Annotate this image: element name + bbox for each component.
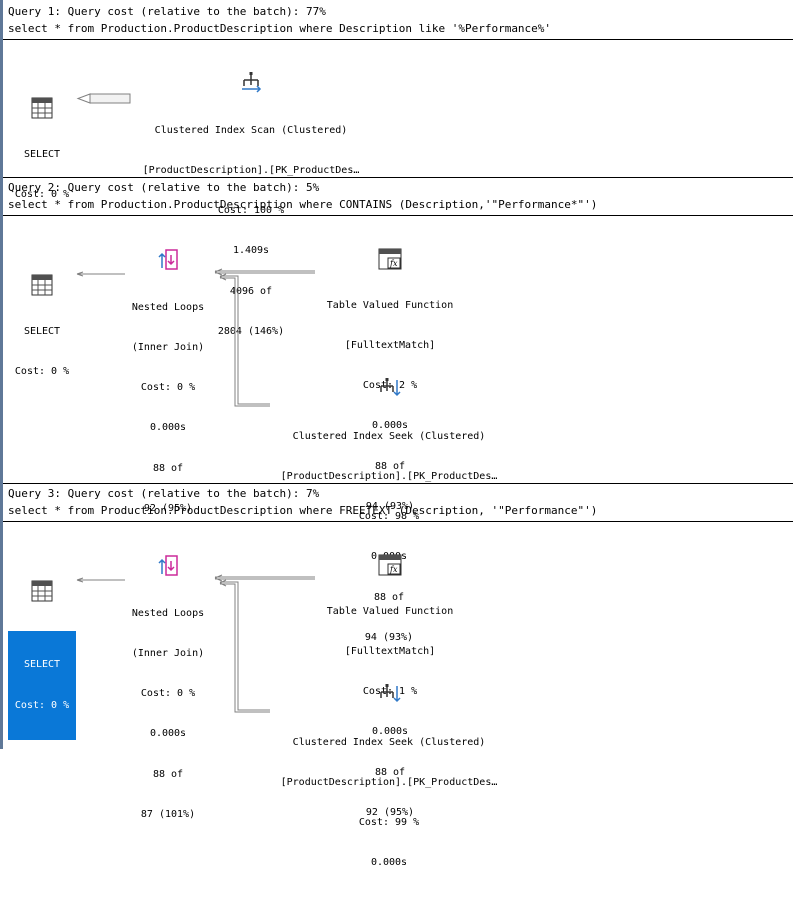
select-cost: Cost: 0 % — [14, 699, 70, 711]
tvf-cost: Cost: 2 % — [362, 380, 418, 392]
seek-time: 0.000s — [370, 857, 408, 869]
loops-time: 0.000s — [149, 728, 187, 740]
loops-cost: Cost: 0 % — [140, 688, 196, 700]
seek-object: [ProductDescription].[PK_ProductDes… — [280, 470, 498, 482]
select-icon — [31, 274, 53, 296]
seek-cost: Cost: 98 % — [358, 511, 420, 523]
tvf-estimate: 94 (93%) — [365, 500, 415, 512]
query-2-header: Query 2: Query cost (relative to the bat… — [8, 181, 320, 194]
loops-type: (Inner Join) — [131, 647, 205, 659]
tvf-cost: Cost: 1 % — [362, 686, 418, 698]
seek-rows: 88 of — [373, 591, 405, 603]
select-label: SELECT — [23, 325, 61, 337]
tvf-name: Table Valued Function — [326, 605, 454, 617]
clustered-index-scan-icon — [242, 71, 262, 93]
query-1-header: Query 1: Query cost (relative to the bat… — [8, 5, 326, 18]
tvf-object: [FulltextMatch] — [344, 339, 436, 351]
query-3-sql[interactable]: select * from Production.ProductDescript… — [8, 504, 598, 517]
loops-name: Nested Loops — [131, 607, 205, 619]
scan-name: Clustered Index Scan (Clustered) — [154, 124, 348, 136]
seek-object: [ProductDescription].[PK_ProductDes… — [280, 776, 498, 788]
query-1-sql[interactable]: select * from Production.ProductDescript… — [8, 22, 552, 35]
scan-object: [ProductDescription].[PK_ProductDes… — [142, 164, 360, 176]
divider — [3, 177, 793, 178]
nested-loops-node[interactable]: Nested Loops (Inner Join) Cost: 0 % 0.00… — [118, 527, 218, 848]
select-icon — [31, 97, 53, 119]
select-label: SELECT — [23, 659, 61, 671]
selection-highlight: SELECT Cost: 0 % — [8, 630, 76, 740]
table-valued-function-node[interactable]: fx Table Valued Function [FulltextMatch]… — [310, 221, 470, 540]
svg-text:fx: fx — [389, 565, 398, 574]
divider — [3, 483, 793, 484]
loops-rows: 88 of — [152, 768, 184, 780]
query-3-header: Query 3: Query cost (relative to the bat… — [8, 487, 320, 500]
divider — [3, 39, 793, 40]
clustered-index-seek-node[interactable]: Clustered Index Seek (Clustered) [Produc… — [268, 656, 510, 897]
select-node[interactable]: SELECT Cost: 0 % — [12, 70, 72, 228]
tvf-time: 0.000s — [371, 420, 409, 432]
select-cost: Cost: 0 % — [14, 365, 70, 377]
select-node[interactable]: SELECT Cost: 0 % — [12, 247, 72, 405]
seek-estimate: 94 (93%) — [364, 631, 414, 643]
query-2-sql[interactable]: select * from Production.ProductDescript… — [8, 198, 598, 211]
tvf-time: 0.000s — [371, 726, 409, 738]
select-icon — [31, 580, 53, 602]
select-node-selected[interactable]: SELECT Cost: 0 % — [8, 553, 76, 767]
select-label: SELECT — [23, 148, 61, 160]
tvf-rows: 88 of — [374, 460, 406, 472]
loops-estimate: 92 (95%) — [143, 502, 193, 514]
left-border — [0, 0, 3, 749]
table-valued-function-icon: fx — [378, 248, 402, 270]
loops-cost: Cost: 0 % — [140, 382, 196, 394]
seek-cost: Cost: 99 % — [358, 817, 420, 829]
loops-rows: 88 of — [152, 462, 184, 474]
tvf-name: Table Valued Function — [326, 299, 454, 311]
loops-time: 0.000s — [149, 422, 187, 434]
tvf-object: [FulltextMatch] — [344, 645, 436, 657]
nested-loops-icon — [158, 249, 178, 270]
divider — [3, 521, 793, 522]
select-cost: Cost: 0 % — [14, 188, 70, 200]
clustered-index-seek-icon — [380, 683, 401, 702]
loops-name: Nested Loops — [131, 301, 205, 313]
seek-name: Clustered Index Seek (Clustered) — [292, 736, 486, 748]
nested-loops-node[interactable]: Nested Loops (Inner Join) Cost: 0 % 0.00… — [118, 221, 218, 542]
loops-estimate: 87 (101%) — [140, 808, 196, 820]
clustered-index-seek-icon — [380, 377, 401, 396]
loops-type: (Inner Join) — [131, 341, 205, 353]
scan-time: 1.409s — [232, 245, 270, 257]
scan-cost: Cost: 100 % — [217, 205, 285, 217]
seek-name: Clustered Index Seek (Clustered) — [292, 430, 486, 442]
table-valued-function-icon: fx — [378, 554, 402, 576]
divider — [3, 215, 793, 216]
svg-text:fx: fx — [389, 259, 398, 268]
nested-loops-icon — [158, 555, 178, 576]
